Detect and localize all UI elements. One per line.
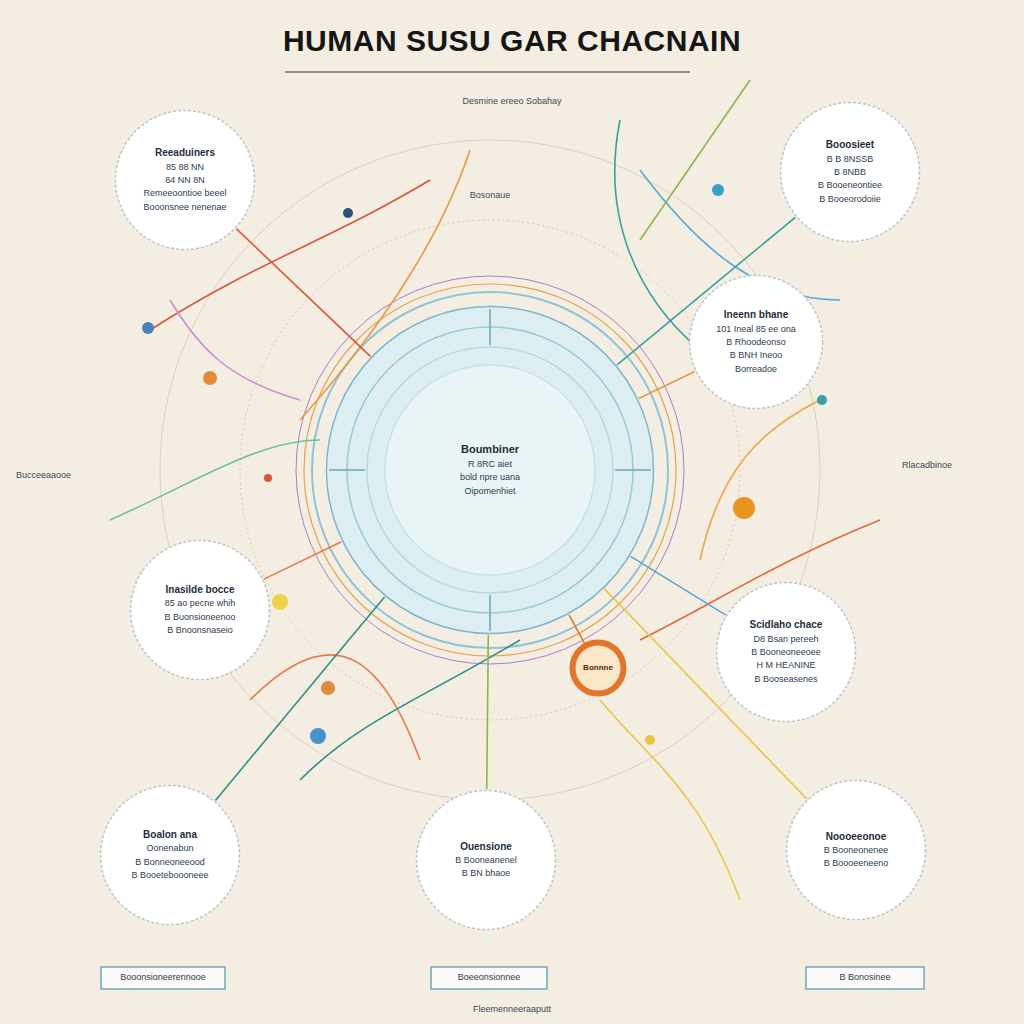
node-line: B Booeneontiee	[818, 180, 882, 191]
node-line: 85 ao pecne whih	[165, 598, 236, 609]
node-line: 85 88 NN	[166, 162, 204, 173]
node-heading: Boalon ana	[143, 829, 197, 842]
node-line: B Rhoodeonso	[726, 337, 786, 348]
node-line: B B 8NSSB	[827, 154, 874, 165]
node-line: Oonenabun	[146, 843, 193, 854]
note-label: Desmine ereeo Sobahay	[460, 96, 563, 106]
info-circle: OuensioneB Booneanenel B BN bhaoe	[415, 789, 557, 931]
node-line: B Booneanenel	[455, 855, 517, 866]
node-line: B 8NBB	[834, 167, 866, 178]
info-circle: NoooeeonoeB Booneonenee B Boooeeneeno	[785, 779, 927, 921]
orbit-rings	[160, 140, 820, 800]
connector	[639, 371, 695, 398]
note-label: Rlacadbinoe	[900, 460, 954, 470]
node-heading: Scidlaho chace	[750, 619, 823, 632]
node-line: B BN bhaoe	[462, 868, 511, 879]
node-heading: B Bonosinee	[839, 972, 890, 983]
info-circle: Inasilde bocce85 ao pecne whih B Buonsion…	[129, 539, 271, 681]
node-line: H M HEANINE	[756, 660, 815, 671]
flow-lines	[110, 80, 880, 900]
info-circle: Scidlaho chace D8 Bsan pereeh B Booneoneeo…	[715, 581, 857, 723]
node-line: Borreadoe	[735, 364, 777, 375]
note-label: Fleemenneeraaputt	[471, 1004, 553, 1014]
info-circle: Ineenn bhane 101 Ineal 85 ee ona B Rhoodeo…	[688, 274, 824, 410]
label-box: Booonsioneerennooe	[100, 966, 226, 990]
node-heading: Bonnne	[583, 663, 613, 673]
title: HUMAN SUSU GAR CHACNAIN	[0, 24, 1024, 58]
node-heading: Boeeonsionnee	[458, 972, 521, 983]
circle-outline	[325, 305, 655, 635]
node-heading: Booonsioneerennooe	[120, 972, 206, 983]
node-line: B Booneoneeoee	[751, 647, 821, 658]
node-heading: Inasilde bocce	[166, 584, 235, 597]
node-heading: Ineenn bhane	[724, 309, 788, 322]
node-line: B BNH Ineoo	[730, 350, 783, 361]
label-box: Boeeonsionnee	[430, 966, 548, 990]
label-box: B Bonosinee	[805, 966, 925, 990]
node-line: 101 Ineal 85 ee ona	[716, 324, 796, 335]
node-line: B Booeorodoiie	[819, 194, 881, 205]
circle-outline	[129, 539, 271, 681]
node-line: B Bnoonsnaseio	[167, 625, 233, 636]
node-line: B Booneonenee	[824, 845, 889, 856]
note-label: Bucceeaaooe	[14, 470, 73, 480]
node-heading: Reeaduiners	[155, 147, 215, 160]
node-line: B Booseasenes	[754, 674, 817, 685]
node-line: Booonsnee nenenae	[143, 202, 226, 213]
connector	[569, 615, 585, 644]
connector	[236, 229, 370, 356]
node-line: B Boooeeneeno	[824, 858, 889, 869]
info-circle: Reeaduiners 85 88 NN 84 NN 8N Remeeoontioe …	[114, 109, 256, 251]
info-circle: Boalon anaOonenabun B Bonneoneeood B Booet…	[99, 784, 241, 926]
node-line: R 8RC aiet	[468, 459, 512, 470]
node-line: Oipomenhiet	[464, 486, 515, 497]
node-line: B Bonneoneeood	[135, 857, 205, 868]
node-heading: Noooeeonoe	[826, 831, 887, 844]
node-heading: Booosieet	[826, 139, 874, 152]
title-rule	[285, 71, 690, 72]
connector	[631, 556, 726, 614]
info-circle: Bonnne	[571, 641, 625, 695]
node-line: Remeeoontioe beeel	[143, 188, 226, 199]
node-line: B Buonsioneenoo	[164, 612, 235, 623]
node-heading: Ouensione	[460, 841, 512, 854]
node-line: bold npre uana	[460, 472, 520, 483]
circle-outline	[99, 784, 241, 926]
info-circle: Booosieet B B 8NSSB B 8NBB B Booeneontiee B …	[779, 101, 921, 243]
connector	[487, 635, 489, 789]
node-heading: Boumbiner	[461, 443, 519, 457]
node-line: 84 NN 8N	[165, 175, 205, 186]
node-line: D8 Bsan pereeh	[753, 634, 818, 645]
connector	[264, 542, 341, 579]
note-label: Bosonaue	[468, 190, 513, 200]
node-line: B Booeteboooneee	[131, 870, 208, 881]
hub-circle: Boumbiner R 8RC aiet bold npre uanaOipomen…	[325, 305, 655, 635]
